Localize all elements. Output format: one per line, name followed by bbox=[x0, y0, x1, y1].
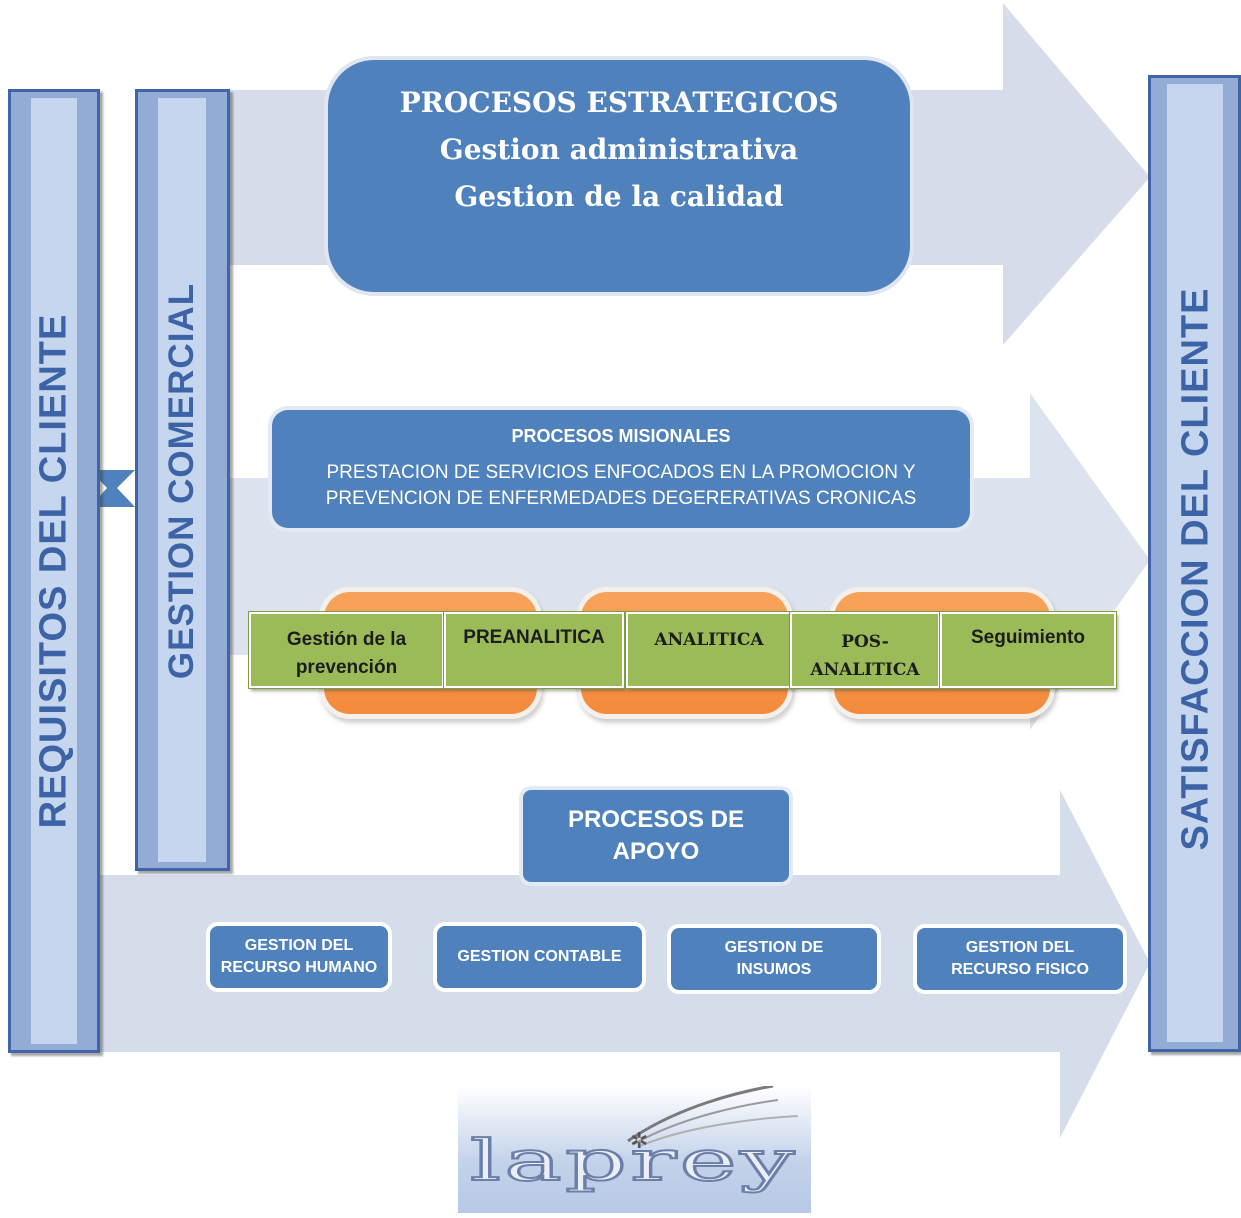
stage-analitica: ANALITICA bbox=[626, 612, 792, 688]
missional-processes-box: PROCESOS MISIONALES PRESTACION DE SERVIC… bbox=[272, 410, 970, 528]
gestion-comercial-pillar: GESTION COMERCIAL bbox=[135, 89, 230, 871]
strategic-title: PROCESOS ESTRATEGICOS bbox=[399, 86, 839, 119]
missional-description-line2: PREVENCION DE ENFERMEDADES DEGERERATIVAS… bbox=[325, 488, 917, 509]
stage-pos-analitica-label-line1: POS- bbox=[841, 632, 889, 652]
satisfaccion-label: SATISFACCION DEL CLIENTE bbox=[1174, 287, 1217, 851]
stage-seguimiento: Seguimiento bbox=[940, 612, 1116, 688]
stage-preanalitica-label: PREANALITICA bbox=[463, 627, 605, 648]
support-insumos: GESTION DE INSUMOS bbox=[671, 928, 877, 990]
missional-title: PROCESOS MISIONALES bbox=[511, 426, 731, 446]
support-recurso-humano-line2: RECURSO HUMANO bbox=[220, 959, 378, 976]
support-processes-box: PROCESOS DE APOYO bbox=[523, 790, 789, 882]
pillar-connector bbox=[90, 470, 135, 507]
requisitos-label: REQUISITOS DEL CLIENTE bbox=[32, 313, 75, 829]
gestion-comercial-label: GESTION COMERCIAL bbox=[162, 282, 201, 680]
stage-analitica-label: ANALITICA bbox=[654, 630, 764, 650]
stage-pos-analitica-label-line2: ANALITICA bbox=[810, 660, 920, 680]
stage-preanalitica: PREANALITICA bbox=[444, 612, 624, 688]
missional-description-line1: PRESTACION DE SERVICIOS ENFOCADOS EN LA … bbox=[326, 462, 916, 483]
support-recurso-fisico-line1: GESTION DEL bbox=[965, 939, 1075, 956]
stage-seguimiento-label: Seguimiento bbox=[970, 627, 1085, 648]
strategic-processes-box: PROCESOS ESTRATEGICOS Gestion administra… bbox=[328, 60, 910, 292]
laprey-logo: ✲ laprey bbox=[458, 1084, 811, 1213]
support-recurso-humano: GESTION DEL RECURSO HUMANO bbox=[210, 926, 388, 988]
logo-swoosh-icon: ✲ laprey bbox=[469, 1084, 799, 1195]
support-recurso-fisico-line2: RECURSO FISICO bbox=[951, 961, 1089, 978]
logo-wordmark: laprey bbox=[470, 1129, 798, 1194]
support-recurso-fisico: GESTION DEL RECURSO FISICO bbox=[917, 928, 1123, 990]
strategic-item-admin: Gestion administrativa bbox=[439, 133, 799, 166]
support-gestion-contable: GESTION CONTABLE bbox=[437, 926, 642, 988]
support-insumos-line2: INSUMOS bbox=[736, 961, 812, 978]
support-recurso-humano-line1: GESTION DEL bbox=[244, 937, 354, 954]
requisitos-pillar: REQUISITOS DEL CLIENTE bbox=[8, 89, 100, 1053]
support-gestion-contable-line1: GESTION CONTABLE bbox=[457, 948, 622, 965]
strategic-item-quality: Gestion de la calidad bbox=[454, 180, 784, 213]
stage-pos-analitica: POS- ANALITICA bbox=[790, 612, 940, 688]
logo-star-icon: ✲ bbox=[630, 1129, 648, 1154]
satisfaccion-pillar: SATISFACCION DEL CLIENTE bbox=[1148, 75, 1241, 1052]
stage-gestion-prevencion-label: Gestión de la prevención bbox=[286, 629, 407, 678]
support-insumos-line1: GESTION DE bbox=[724, 939, 824, 956]
support-title: PROCESOS DE APOYO bbox=[567, 806, 745, 865]
stage-gestion-prevencion: Gestión de la prevención bbox=[249, 612, 444, 688]
